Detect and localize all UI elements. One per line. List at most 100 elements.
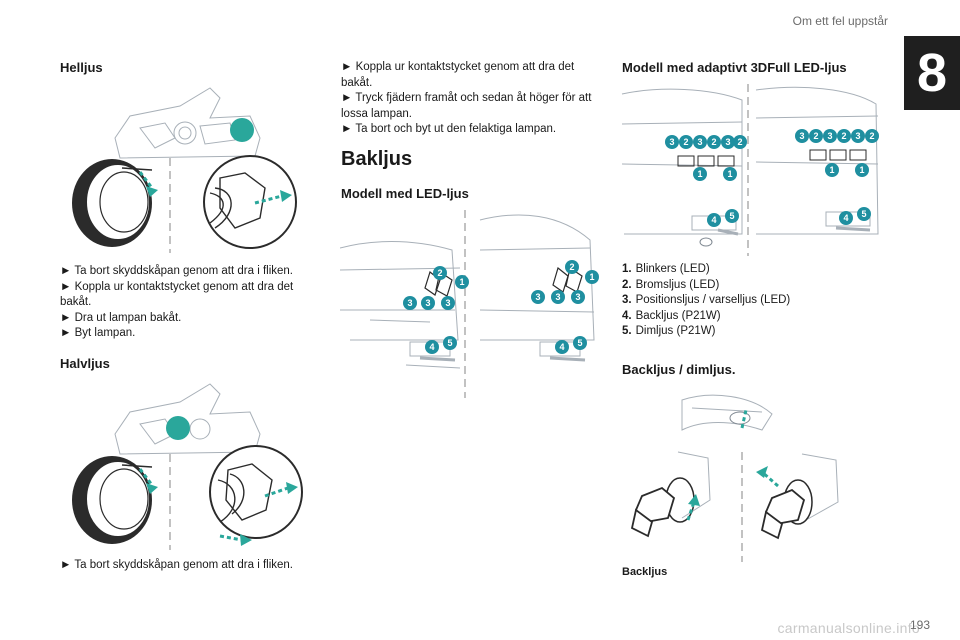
svg-text:3: 3 [799,131,804,141]
badge-5-right: 5 [573,336,587,350]
svg-text:4: 4 [559,342,564,352]
svg-text:3: 3 [445,298,450,308]
watermark: carmanualsonline.info [777,620,920,636]
ad-badge-1-r1: 1 [825,163,839,177]
legend-item: 2.Bromsljus (LED) [622,278,720,291]
helljus-step-4: ► Byt lampan. [60,327,136,339]
legend-item: 5.Dimljus (P21W) [622,325,716,337]
ad-badge-5-r: 5 [857,207,871,221]
ad-badge-3-l3: 3 [721,135,735,149]
helljus-step-3: ► Dra ut lampan bakåt. [60,311,182,324]
ad-badge-3-r3: 3 [851,129,865,143]
badge-3-right-c: 3 [571,290,585,304]
halvljus-steps: ► Ta bort skyddskåpan genom att dra i fl… [60,558,320,574]
svg-text:3: 3 [697,137,702,147]
backljus-dimljus-heading: Backljus / dimljus. [622,362,736,377]
legend-item: 3.Positionsljus / varselljus (LED) [622,294,791,306]
svg-text:1: 1 [727,169,732,179]
running-header: Om ett fel uppstår [792,14,888,28]
helljus-step-1: ► Ta bort skyddskåpan genom att dra i fl… [60,265,293,277]
svg-text:4: 4 [711,215,716,225]
ad-badge-5-l: 5 [725,209,739,223]
svg-text:1: 1 [589,272,594,282]
svg-text:4: 4 [429,342,434,352]
ad-badge-2-r2: 2 [837,129,851,143]
svg-text:3: 3 [855,131,860,141]
middle-step-2: ► Tryck fjädern framåt och sedan åt höge… [341,92,592,120]
badge-3-left-b: 3 [421,296,435,310]
helljus-illustration [72,87,297,253]
svg-text:2: 2 [437,268,442,278]
helljus-step-2: ► Koppla ur kontaktstycket genom att dra… [60,280,294,309]
adaptive-rear-lights-illustration: 3 2 3 2 3 2 1 1 4 5 3 2 3 2 3 2 1 1 4 5 [621,84,879,256]
ad-badge-3-r2: 3 [823,129,837,143]
svg-text:2: 2 [841,131,846,141]
bulb-legend: 1.Blinkers (LED) 2.Bromsljus (LED) 3.Pos… [622,262,862,340]
svg-text:3: 3 [407,298,412,308]
backljus-caption: Backljus [622,566,668,578]
svg-text:3: 3 [575,292,580,302]
badge-2-left: 2 [433,266,447,280]
svg-text:1: 1 [459,277,464,287]
adaptive-heading: Modell med adaptivt 3DFull LED-ljus [622,60,847,75]
ad-badge-3-l1: 3 [665,135,679,149]
badge-5-left: 5 [443,336,457,350]
svg-text:5: 5 [729,211,734,221]
svg-text:5: 5 [577,338,582,348]
svg-text:3: 3 [555,292,560,302]
halvljus-heading: Halvljus [60,356,110,371]
legend-item: 4.Backljus (P21W) [622,309,721,322]
led-heading: Modell med LED-ljus [341,186,469,201]
ad-badge-2-r1: 2 [809,129,823,143]
svg-text:2: 2 [683,137,688,147]
page-number: 193 [909,618,930,632]
ad-badge-1-l1: 1 [693,167,707,181]
svg-text:3: 3 [725,137,730,147]
badge-4-right: 4 [555,340,569,354]
middle-steps: ► Koppla ur kontaktstycket genom att dra… [341,60,596,138]
halvljus-step-1: ► Ta bort skyddskåpan genom att dra i fl… [60,559,293,571]
led-rear-lights-illustration: 2 1 3 3 3 4 5 2 1 3 3 3 4 5 [340,210,599,398]
helljus-heading: Helljus [60,60,103,75]
ad-badge-1-l2: 1 [723,167,737,181]
svg-text:2: 2 [711,137,716,147]
badge-3-left-a: 3 [403,296,417,310]
badge-3-right-b: 3 [551,290,565,304]
chapter-tab: 8 [904,36,960,110]
ad-badge-2-l1: 2 [679,135,693,149]
svg-text:2: 2 [569,262,574,272]
svg-text:1: 1 [859,165,864,175]
legend-item: 1.Blinkers (LED) [622,263,710,275]
ad-badge-2-l3: 2 [733,135,747,149]
backljus-illustration [630,394,839,562]
badge-2-right: 2 [565,260,579,274]
svg-text:1: 1 [829,165,834,175]
ad-badge-1-r2: 1 [855,163,869,177]
svg-text:3: 3 [535,292,540,302]
badge-1-left: 1 [455,275,469,289]
ad-badge-3-l2: 3 [693,135,707,149]
svg-text:3: 3 [425,298,430,308]
ad-badge-4-r: 4 [839,211,853,225]
middle-step-1: ► Koppla ur kontaktstycket genom att dra… [341,61,575,89]
badge-3-left-c: 3 [441,296,455,310]
svg-text:2: 2 [737,137,742,147]
middle-step-3: ► Ta bort och byt ut den felaktiga lampa… [341,123,557,135]
svg-text:3: 3 [669,137,674,147]
ad-badge-2-r3: 2 [865,129,879,143]
ad-badge-2-l2: 2 [707,135,721,149]
ad-badge-4-l: 4 [707,213,721,227]
badge-3-right-a: 3 [531,290,545,304]
svg-text:5: 5 [861,209,866,219]
svg-text:3: 3 [827,131,832,141]
svg-text:2: 2 [813,131,818,141]
svg-text:4: 4 [843,213,848,223]
bakljus-heading: Bakljus [341,148,413,170]
halvljus-illustration [72,383,303,550]
ad-badge-3-r1: 3 [795,129,809,143]
badge-4-left: 4 [425,340,439,354]
helljus-steps: ► Ta bort skyddskåpan genom att dra i fl… [60,264,310,342]
svg-text:2: 2 [869,131,874,141]
svg-text:5: 5 [447,338,452,348]
badge-1-right: 1 [585,270,599,284]
